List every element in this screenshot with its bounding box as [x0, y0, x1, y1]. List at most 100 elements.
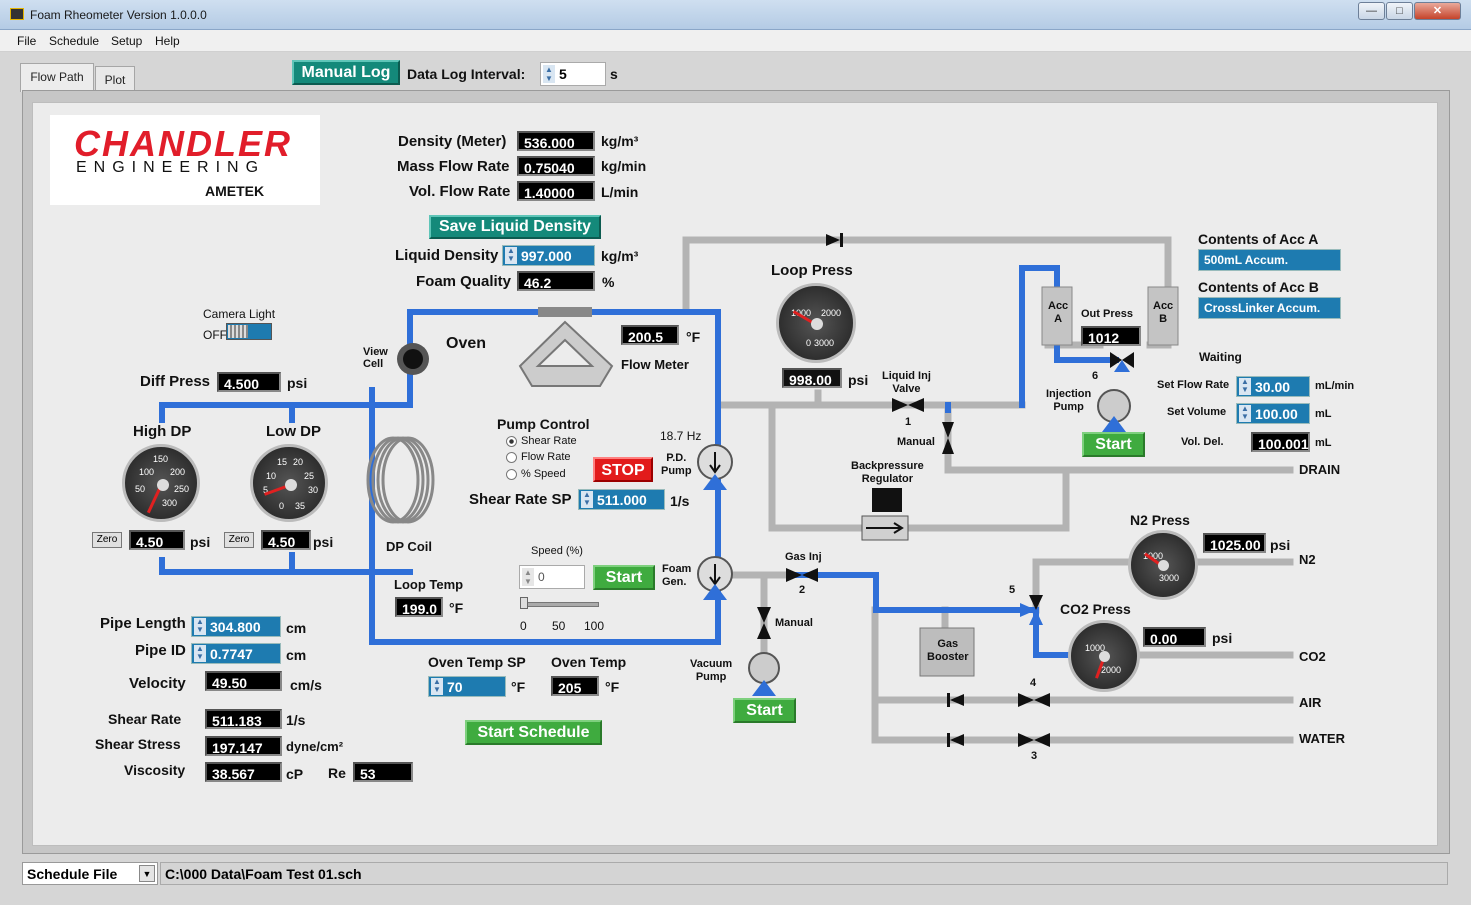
dp-coil-label: DP Coil	[386, 539, 432, 554]
loop-press-label: Loop Press	[771, 262, 853, 279]
data-log-interval-value: 5	[559, 66, 567, 82]
status-bar: Schedule File ▼ C:\000 Data\Foam Test 01…	[22, 861, 1450, 887]
shear-rate-sp-input[interactable]: ▲▼511.000	[578, 489, 665, 510]
spinner-icon[interactable]: ▲▼	[194, 618, 206, 635]
radio-selected-icon	[506, 436, 517, 447]
radio-icon	[506, 469, 517, 480]
gauge-hub	[1099, 651, 1110, 662]
schedule-file-path-text: C:\000 Data\Foam Test 01.sch	[165, 866, 362, 882]
high-dp-zero-button[interactable]: Zero	[92, 532, 122, 548]
app-icon	[10, 8, 24, 20]
contents-acc-a-value: 500mL Accum.	[1198, 249, 1341, 271]
liquid-density-label: Liquid Density	[395, 247, 499, 264]
vacuum-pump-start-button[interactable]: Start	[733, 698, 796, 723]
close-button[interactable]: ✕	[1414, 2, 1461, 20]
minimize-button[interactable]: —	[1358, 2, 1385, 20]
logo-engineering: ENGINEERING	[76, 159, 266, 176]
maximize-button[interactable]: □	[1386, 2, 1413, 20]
gauge-tick: 25	[304, 471, 315, 481]
menu-help[interactable]: Help	[155, 34, 180, 48]
gauge-tick: 0	[279, 501, 285, 511]
spinner-icon[interactable]: ▲▼	[543, 65, 555, 83]
density-label: Density (Meter)	[398, 133, 507, 150]
tab-plot[interactable]: Plot	[95, 66, 135, 93]
n2-press-gauge: 1000 3000	[1128, 530, 1198, 600]
gauge-tick: 30	[308, 485, 319, 495]
menu-schedule[interactable]: Schedule	[49, 34, 100, 48]
air-line-label: AIR	[1299, 695, 1322, 710]
pump-stop-button[interactable]: STOP	[593, 457, 653, 482]
speed-input[interactable]: ▲▼ 0	[519, 565, 585, 589]
gas-inj-num: 2	[799, 584, 806, 596]
pipe-length-input[interactable]: ▲▼304.800	[191, 616, 281, 637]
spinner-icon[interactable]: ▲▼	[581, 491, 593, 508]
data-log-interval-input[interactable]: ▲▼ 5	[540, 62, 606, 86]
injection-pump-label: Injection Pump	[1046, 388, 1092, 413]
gauge-tick: 250	[174, 484, 190, 494]
liquid-inj-valve-num: 1	[905, 416, 912, 428]
shear-stress-value: 197.147	[205, 736, 282, 756]
speed-slider[interactable]	[520, 597, 599, 609]
set-volume-input[interactable]: ▲▼100.00	[1236, 403, 1310, 424]
chevron-down-icon[interactable]: ▼	[139, 865, 155, 882]
speed-value: 0	[538, 570, 545, 584]
spinner-icon[interactable]: ▲▼	[431, 678, 443, 695]
save-liquid-density-button[interactable]: Save Liquid Density	[429, 215, 601, 239]
start-schedule-button[interactable]: Start Schedule	[465, 720, 602, 745]
pipe-length-value: 304.800	[210, 619, 261, 635]
speed-label: Speed (%)	[531, 545, 583, 557]
gauge-tick: 1000	[791, 308, 812, 318]
gauge-tick: 150	[153, 454, 169, 464]
low-dp-zero-button[interactable]: Zero	[224, 532, 254, 548]
loop-temp-value: 199.0	[395, 597, 443, 617]
diff-press-value: 4.500	[217, 372, 281, 392]
set-flow-rate-label: Set Flow Rate	[1157, 379, 1230, 391]
gas-booster-label: Gas Booster	[927, 638, 969, 663]
pump-mode-radio-flow[interactable]: Flow Rate	[506, 451, 586, 465]
manual-log-button[interactable]: Manual Log	[292, 60, 400, 85]
menu-setup[interactable]: Setup	[111, 34, 143, 48]
menu-file[interactable]: File	[17, 34, 37, 48]
pipe-id-input[interactable]: ▲▼0.7747	[191, 643, 281, 664]
gas-inj-label: Gas Inj	[785, 551, 822, 563]
foam-gen-label: Foam Gen.	[662, 563, 692, 588]
injection-pump-start-button[interactable]: Start	[1082, 432, 1145, 457]
spinner-icon[interactable]: ▲▼	[1239, 405, 1251, 422]
gauge-tick: 10	[266, 471, 277, 481]
injection-status: Waiting	[1199, 350, 1242, 364]
high-dp-value: 4.50	[129, 530, 185, 550]
mass-flow-unit: kg/min	[601, 158, 647, 174]
spinner-icon[interactable]: ▲▼	[505, 247, 517, 264]
schedule-file-dropdown[interactable]: Schedule File ▼	[22, 862, 158, 885]
radio-icon	[506, 452, 517, 463]
oven-temp-sp-input[interactable]: ▲▼70	[428, 676, 506, 697]
pump-mode-radio-speed[interactable]: % Speed	[506, 468, 586, 482]
pd-pump-label: P.D. Pump	[661, 452, 692, 477]
gauge-tick: 3000	[1159, 573, 1180, 583]
co2-press-value: 0.00	[1143, 627, 1206, 647]
gauge-tick: 50	[135, 484, 146, 494]
pipe-length-label: Pipe Length	[100, 615, 186, 632]
co2-press-label: CO2 Press	[1060, 601, 1131, 617]
spinner-icon[interactable]: ▲▼	[1239, 378, 1251, 395]
spinner-icon[interactable]: ▲▼	[522, 568, 534, 586]
set-flow-rate-input[interactable]: ▲▼30.00	[1236, 376, 1310, 397]
camera-light-state: OFF	[203, 328, 227, 342]
chandler-logo: CHANDLER ENGINEERING AMETEK	[50, 115, 320, 205]
foam-pump-start-button[interactable]: Start	[593, 565, 655, 590]
n2-press-label: N2 Press	[1130, 512, 1190, 528]
pump-mode-radio-shear[interactable]: Shear Rate	[506, 435, 586, 449]
tab-flow-path[interactable]: Flow Path	[20, 63, 94, 92]
velocity-label: Velocity	[129, 675, 186, 692]
gauge-hub	[157, 479, 169, 491]
camera-light-toggle[interactable]	[226, 323, 272, 340]
slider-thumb[interactable]	[520, 597, 528, 609]
vol-del-label: Vol. Del.	[1181, 436, 1224, 448]
acc-a-label: Acc A	[1048, 300, 1069, 325]
drain-label: DRAIN	[1299, 462, 1341, 477]
spinner-icon[interactable]: ▲▼	[194, 645, 206, 662]
re-label: Re	[328, 765, 346, 781]
liquid-density-input[interactable]: ▲▼997.000	[502, 245, 595, 266]
oven-label: Oven	[446, 335, 487, 352]
